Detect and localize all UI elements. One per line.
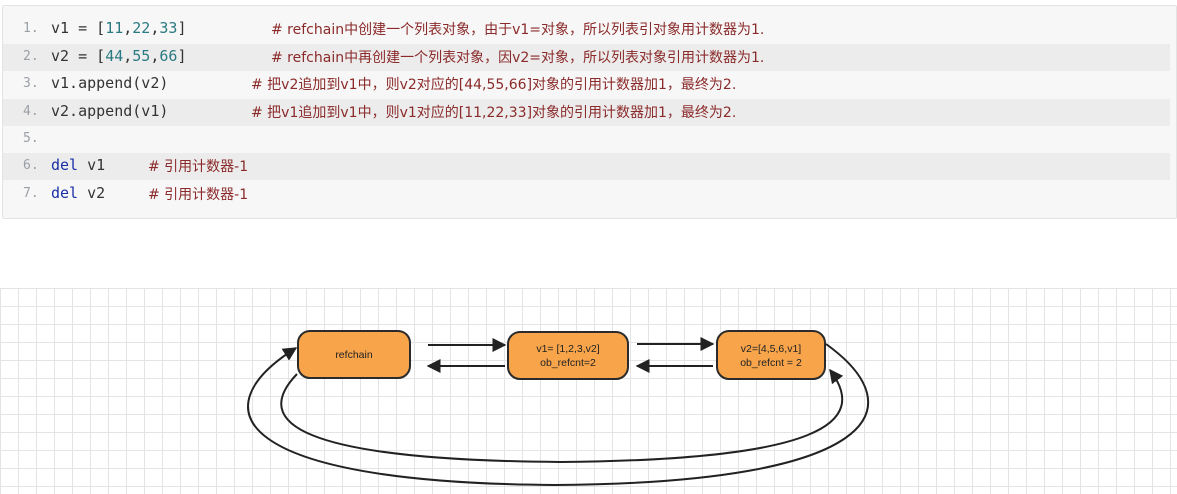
line-number: 1. xyxy=(23,21,39,36)
code-comment: # refchain中再创建一个列表对象，因v2=对象，所以列表对象引用计数器为… xyxy=(271,50,765,66)
code-comment: # 引用计数器-1 xyxy=(148,187,249,203)
code-text: v2 = [44,55,66] xyxy=(51,47,187,65)
code-line-5: 5. xyxy=(3,126,1170,153)
code-line-2: 2. v2 = [44,55,66] # refchain中再创建一个列表对象，… xyxy=(3,44,1170,71)
code-line-1: 1. v1 = [11,22,33] # refchain中创建一个列表对象，由… xyxy=(3,16,1170,43)
code-block: 1. v1 = [11,22,33] # refchain中创建一个列表对象，由… xyxy=(2,5,1177,219)
node-refchain-label: refchain xyxy=(335,349,373,361)
node-v2-line1: v2=[4,5,6,v1] xyxy=(741,343,801,355)
reference-diagram: refchain v1= [1,2,3,v2] ob_refcnt=2 v2=[… xyxy=(0,288,1177,494)
code-line-4: 4. v2.append(v1) # 把v1追加到v1中，则v1对应的[11,2… xyxy=(3,99,1170,126)
code-text: v1 = [11,22,33] xyxy=(51,19,187,37)
line-number: 5. xyxy=(23,131,39,146)
code-text: del v2 xyxy=(51,184,106,202)
code-comment: # 把v1追加到v1中，则v1对应的[11,22,33]对象的引用计数器加1，最… xyxy=(251,105,737,121)
line-number: 3. xyxy=(23,76,39,91)
code-text: del v1 xyxy=(51,156,106,174)
diagram-svg: refchain v1= [1,2,3,v2] ob_refcnt=2 v2=[… xyxy=(247,330,870,487)
code-line-3: 3. v1.append(v2) # 把v2追加到v1中，则v2对应的[44,5… xyxy=(3,71,1170,98)
node-v1-line1: v1= [1,2,3,v2] xyxy=(536,343,599,355)
line-number: 6. xyxy=(23,158,39,173)
node-v2-line2: ob_refcnt = 2 xyxy=(740,357,802,369)
line-number: 4. xyxy=(23,104,39,119)
line-number: 7. xyxy=(23,186,39,201)
node-v1-line2: ob_refcnt=2 xyxy=(540,357,596,369)
node-v1: v1= [1,2,3,v2] ob_refcnt=2 xyxy=(507,331,629,380)
edge-refchain-to-v2-inner xyxy=(280,368,844,464)
code-line-7: 7. del v2 # 引用计数器-1 xyxy=(3,181,1170,208)
code-comment: # 引用计数器-1 xyxy=(148,159,249,175)
code-comment: # 把v2追加到v1中，则v2对应的[44,55,66]对象的引用计数器加1，最… xyxy=(251,77,737,93)
node-refchain: refchain xyxy=(297,330,411,379)
code-text: v1.append(v2) xyxy=(51,74,169,92)
edge-v2-to-refchain-outer xyxy=(247,343,870,487)
code-comment: # refchain中创建一个列表对象，由于v1=对象，所以列表引对象用计数器为… xyxy=(271,22,765,38)
code-line-6: 6. del v1 # 引用计数器-1 xyxy=(3,153,1170,180)
line-number: 2. xyxy=(23,49,39,64)
code-text: v2.append(v1) xyxy=(51,102,169,120)
node-v2: v2=[4,5,6,v1] ob_refcnt = 2 xyxy=(716,330,826,380)
